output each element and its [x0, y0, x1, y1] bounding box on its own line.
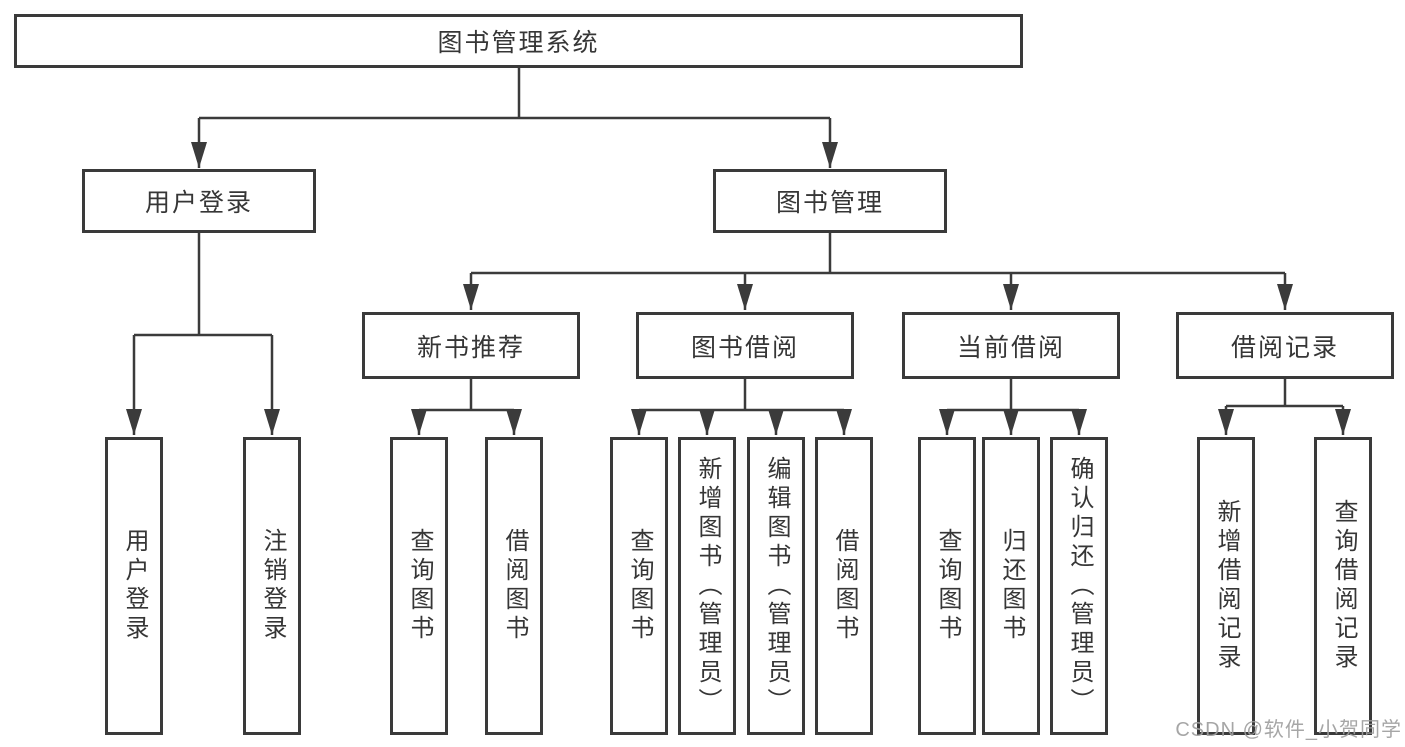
- node-current-borrowing: 当前借阅: [902, 312, 1120, 379]
- node-leaf-query-books-borrow: 查询图书: [610, 437, 668, 735]
- node-library-system: 图书管理系统: [14, 14, 1023, 68]
- node-leaf-return-books: 归还图书: [982, 437, 1040, 735]
- node-leaf-query-books-current: 查询图书: [918, 437, 976, 735]
- connector-root-to-level2: [191, 68, 838, 168]
- node-leaf-confirm-return-admin: 确认归还（管理员）: [1050, 437, 1108, 735]
- node-book-management-label: 图书管理: [775, 189, 884, 217]
- node-leaf-query-books-current-label: 查询图书: [934, 528, 961, 644]
- csdn-watermark: CSDN @软件_小贺同学: [1175, 719, 1402, 741]
- node-user-login: 用户登录: [82, 169, 316, 233]
- node-leaf-borrow-books-label: 借阅图书: [831, 528, 858, 644]
- node-leaf-confirm-return-admin-label: 确认归还（管理员）: [1066, 455, 1093, 717]
- connector-user-login-children: [126, 233, 280, 435]
- node-borrowing-records-label: 借阅记录: [1230, 333, 1339, 362]
- node-new-book-recommendation-label: 新书推荐: [416, 333, 525, 362]
- node-leaf-edit-books-admin-label: 编辑图书（管理员）: [763, 455, 790, 717]
- node-new-book-recommendation: 新书推荐: [362, 312, 580, 379]
- connector-borrowing-records-children: [1218, 379, 1351, 435]
- node-leaf-user-login-label: 用户登录: [121, 528, 148, 644]
- node-leaf-query-borrow-record: 查询借阅记录: [1314, 437, 1372, 735]
- connector-current-borrowing-children: [939, 379, 1087, 435]
- node-leaf-query-books-borrow-label: 查询图书: [626, 528, 653, 644]
- node-book-borrowing-label: 图书借阅: [690, 333, 799, 362]
- node-leaf-borrow-books: 借阅图书: [815, 437, 873, 735]
- connector-book-management-children: [463, 233, 1293, 310]
- node-leaf-add-books-admin-label: 新增图书（管理员）: [694, 455, 721, 717]
- node-leaf-edit-books-admin: 编辑图书（管理员）: [747, 437, 805, 735]
- node-leaf-add-borrow-record-label: 新增借阅记录: [1213, 499, 1240, 673]
- connector-new-book-recommendation-children: [411, 379, 522, 435]
- node-user-login-label: 用户登录: [144, 189, 253, 217]
- node-leaf-add-books-admin: 新增图书（管理员）: [678, 437, 736, 735]
- node-leaf-user-login: 用户登录: [105, 437, 163, 735]
- node-leaf-borrow-books-recommend: 借阅图书: [485, 437, 543, 735]
- node-leaf-logout: 注销登录: [243, 437, 301, 735]
- node-leaf-add-borrow-record: 新增借阅记录: [1197, 437, 1255, 735]
- node-leaf-logout-label: 注销登录: [259, 528, 286, 644]
- node-book-borrowing: 图书借阅: [636, 312, 854, 379]
- node-leaf-borrow-books-recommend-label: 借阅图书: [501, 528, 528, 644]
- connector-book-borrowing-children: [631, 379, 852, 435]
- node-leaf-return-books-label: 归还图书: [998, 528, 1025, 644]
- node-leaf-query-borrow-record-label: 查询借阅记录: [1330, 499, 1357, 673]
- node-leaf-query-books-recommend: 查询图书: [390, 437, 448, 735]
- node-book-management: 图书管理: [713, 169, 947, 233]
- node-current-borrowing-label: 当前借阅: [956, 333, 1065, 362]
- node-library-system-label: 图书管理系统: [437, 29, 600, 57]
- node-borrowing-records: 借阅记录: [1176, 312, 1394, 379]
- node-leaf-query-books-recommend-label: 查询图书: [406, 528, 433, 644]
